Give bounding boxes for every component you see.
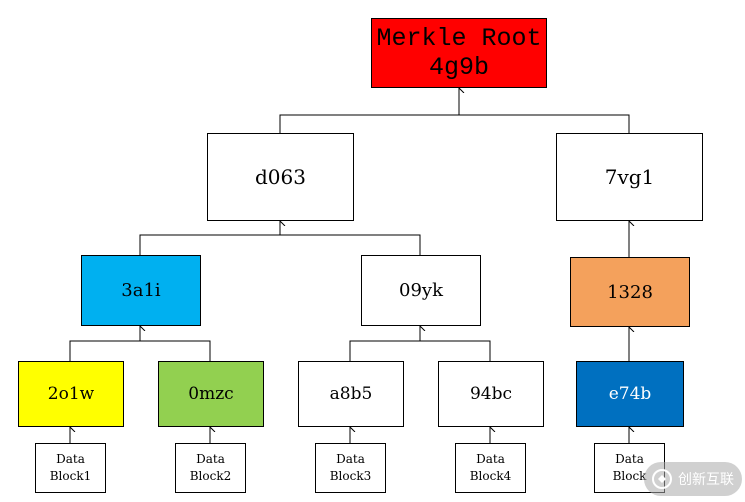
hash-node-d063: d063 (207, 133, 354, 221)
data-block-3: Data Block3 (315, 443, 386, 493)
hash-label: 7vg1 (604, 165, 655, 189)
hash-node-3a1i: 3a1i (81, 255, 201, 326)
hash-node-09yk: 09yk (361, 255, 481, 326)
leaf-hash-node-0mzc: 0mzc (158, 361, 264, 427)
data-block-line1: Data (336, 452, 365, 466)
hash-label: 2o1w (47, 384, 95, 404)
data-block-4: Data Block4 (455, 443, 526, 493)
data-block-line1: Data (196, 452, 225, 466)
leaf-hash-node-a8b5: a8b5 (298, 361, 404, 427)
merkle-root-hash: 4g9b (428, 53, 489, 82)
edge-3a1i-09yk (139, 234, 421, 255)
edge-a8b5-94bc (349, 340, 491, 361)
data-block-line2: Block1 (49, 469, 92, 483)
hash-node-1328: 1328 (570, 257, 690, 327)
hash-label: 1328 (607, 281, 653, 303)
watermark-text: 创新互联 (678, 472, 734, 488)
edge-2o1w-0mzc (69, 340, 211, 361)
hash-label: a8b5 (329, 384, 373, 404)
hash-label: 94bc (469, 384, 513, 404)
data-block-line1: Data (476, 452, 505, 466)
watermark: 创新互联 (644, 462, 742, 496)
hash-label: e74b (608, 384, 652, 404)
edge-d063-root (279, 114, 630, 133)
brand-logo-icon (652, 469, 672, 489)
hash-label: d063 (255, 165, 306, 189)
leaf-hash-node-2o1w: 2o1w (18, 361, 124, 427)
hash-label: 09yk (399, 280, 443, 301)
data-block-line2: Block2 (189, 469, 232, 483)
data-block-2: Data Block2 (175, 443, 246, 493)
data-block-line1: Data (56, 452, 85, 466)
leaf-hash-node-94bc: 94bc (438, 361, 544, 427)
data-block-line2: Block3 (329, 469, 372, 483)
data-block-line1: Data (615, 452, 644, 466)
hash-label: 3a1i (121, 280, 161, 301)
merkle-root-node: Merkle Root 4g9b (371, 18, 547, 88)
hash-label: 0mzc (188, 384, 234, 404)
data-block-1: Data Block1 (35, 443, 106, 493)
data-block-line2: Block (612, 469, 647, 483)
hash-node-7vg1: 7vg1 (556, 133, 703, 221)
leaf-hash-node-e74b: e74b (576, 361, 684, 427)
merkle-root-title: Merkle Root (376, 24, 542, 53)
data-block-line2: Block4 (469, 469, 512, 483)
